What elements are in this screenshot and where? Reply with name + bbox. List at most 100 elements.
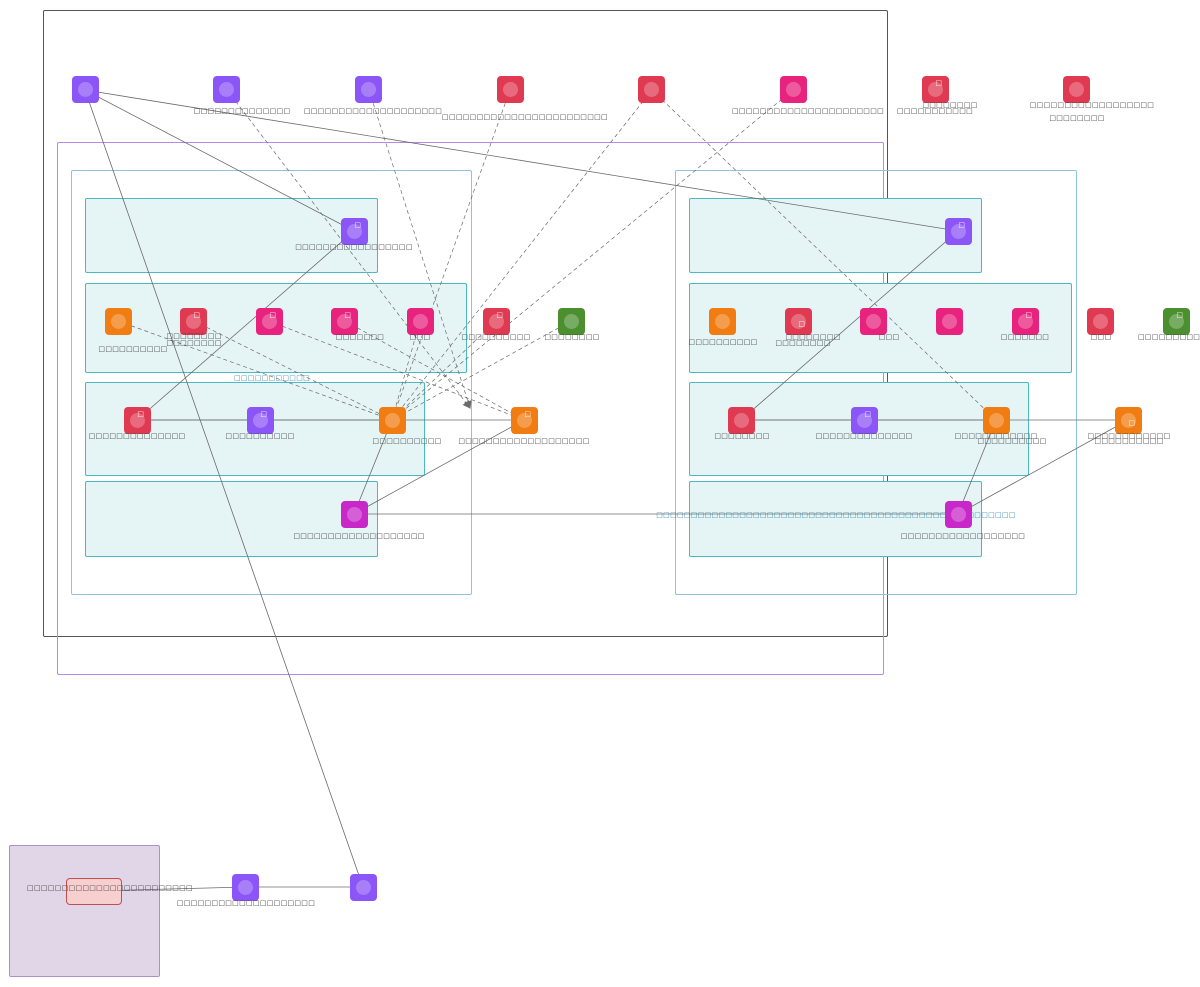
- node-r2-7-label: □□□□□□□□□□□: [1137, 333, 1200, 341]
- service-icon: [1018, 314, 1033, 329]
- node-top-6-label: □□□□□□□□□□□□□□□□□□□□□□: [731, 107, 885, 115]
- service-icon: [786, 82, 801, 97]
- node-top-1[interactable]: [72, 76, 99, 103]
- node-l4-1[interactable]: [341, 501, 368, 528]
- node-l2-1[interactable]: [105, 308, 132, 335]
- node-r4-1[interactable]: [945, 501, 972, 528]
- node-l3-2[interactable]: □: [247, 407, 274, 434]
- node-top-7-label2: □□□□□□□□: [922, 101, 978, 109]
- service-icon: [503, 82, 518, 97]
- left-subnet-row4[interactable]: [85, 481, 378, 557]
- legend-box[interactable]: [9, 845, 160, 977]
- service-icon: [111, 314, 126, 329]
- service-icon: [130, 413, 145, 428]
- node-l2-3[interactable]: □: [256, 308, 283, 335]
- note-label: □□□□□□□□□□□□□□□□□□□□□□□□: [27, 884, 193, 892]
- service-icon: [186, 314, 201, 329]
- node-l3-1-label: □□□□□□□□□□□□□□: [88, 432, 186, 440]
- node-r2-6[interactable]: [1087, 308, 1114, 335]
- node-r3-1-label: □□□□□□□□: [714, 432, 770, 440]
- node-r3-1[interactable]: [728, 407, 755, 434]
- node-r2-3[interactable]: [860, 308, 887, 335]
- node-r2-2[interactable]: □: [785, 308, 812, 335]
- node-top-4-label: □□□□□□□□□□□□□□□□□□□□□□□□: [442, 113, 608, 121]
- node-r4-1-label: □□□□□□□□□□□□□□□□□□: [900, 532, 1026, 540]
- node-r3-4[interactable]: □: [1115, 407, 1142, 434]
- node-top-8[interactable]: [1063, 76, 1090, 103]
- node-top-8-label2: □□□□□□□□: [1049, 114, 1105, 122]
- node-l3-4-label: □□□□□□□□□□□□□□□□□□□: [458, 437, 590, 445]
- node-l4-1-label: □□□□□□□□□□□□□□□□□□□: [293, 532, 425, 540]
- node-r2-4[interactable]: [936, 308, 963, 335]
- node-top-5[interactable]: [638, 76, 665, 103]
- node-l2-2-label2: □□□□□□□□: [166, 339, 222, 347]
- service-icon: [78, 82, 93, 97]
- service-icon: [413, 314, 428, 329]
- node-l2-5[interactable]: [407, 308, 434, 335]
- service-icon: [715, 314, 730, 329]
- right-subnet-row4[interactable]: [689, 481, 982, 557]
- node-r3-2[interactable]: □: [851, 407, 878, 434]
- node-l3-4[interactable]: □: [511, 407, 538, 434]
- node-top-7[interactable]: □: [922, 76, 949, 103]
- right-subnet-row4-label: □□□□□□□□□□□□□□□□□□□□□□□□□□□□□□□□□□□□□□□□…: [656, 511, 1016, 519]
- node-l3-3-label: □□□□□□□□□□: [372, 437, 442, 445]
- left-subnet-top[interactable]: [85, 198, 378, 273]
- service-icon: [356, 880, 371, 895]
- node-r2-1[interactable]: [709, 308, 736, 335]
- node-l3-1[interactable]: □: [124, 407, 151, 434]
- service-icon: [1069, 82, 1084, 97]
- service-icon: [253, 413, 268, 428]
- node-l2-7-label: □□□□□□□□: [544, 333, 600, 341]
- service-icon: [238, 880, 253, 895]
- node-top-3[interactable]: [355, 76, 382, 103]
- node-r3-3[interactable]: [983, 407, 1010, 434]
- node-r2-2-label2: □□□□□□□□: [775, 339, 831, 347]
- node-top-4[interactable]: [497, 76, 524, 103]
- service-icon: [734, 413, 749, 428]
- service-icon: [347, 224, 362, 239]
- node-top-3-label: □□□□□□□□□□□□□□□□□□□□: [303, 107, 443, 115]
- service-icon: [866, 314, 881, 329]
- node-r2-1-label: □□□□□□□□□□: [688, 338, 758, 346]
- service-icon: [644, 82, 659, 97]
- node-l2-4[interactable]: □: [331, 308, 358, 335]
- service-icon: [857, 413, 872, 428]
- node-r3-3-label: □□□□□□□□□□□□: [954, 432, 1038, 440]
- node-r1-1[interactable]: □: [945, 218, 972, 245]
- service-icon: [1093, 314, 1108, 329]
- node-l3-2-label: □□□□□□□□□□: [225, 432, 295, 440]
- node-r2-6-label: □□□: [1090, 333, 1112, 341]
- node-r3-4-label: □□□□□□□□□□□□: [1087, 432, 1171, 440]
- node-top-8-label: □□□□□□□□□□□□□□□□□□: [1029, 101, 1155, 109]
- node-r2-5-label: □□□□□□□: [1000, 333, 1050, 341]
- service-icon: [951, 224, 966, 239]
- service-icon: [1169, 314, 1184, 329]
- node-bot-2[interactable]: [350, 874, 377, 901]
- right-subnet-top[interactable]: [689, 198, 982, 273]
- node-r2-7[interactable]: □: [1163, 308, 1190, 335]
- node-l2-2[interactable]: □: [180, 308, 207, 335]
- service-icon: [489, 314, 504, 329]
- node-top-6[interactable]: [780, 76, 807, 103]
- node-l2-4-label: □□□□□□□: [335, 333, 385, 341]
- node-l2-1-label: □□□□□□□□□□: [98, 345, 168, 353]
- node-top-7-label: □□□□□□□□□□□: [896, 107, 974, 115]
- node-l2-6[interactable]: □: [483, 308, 510, 335]
- node-r2-5[interactable]: □: [1012, 308, 1039, 335]
- node-l1-1[interactable]: □: [341, 218, 368, 245]
- node-top-2-label: □□□□□□□□□□□□□□: [193, 107, 291, 115]
- service-icon: [385, 413, 400, 428]
- node-l3-3[interactable]: [379, 407, 406, 434]
- node-l2-2-label: □□□□□□□□: [166, 332, 222, 340]
- node-l2-7[interactable]: [558, 308, 585, 335]
- left-subnet-row2-label: □□□□□□□□□□□: [233, 374, 311, 382]
- node-top-2[interactable]: [213, 76, 240, 103]
- node-l2-6-label: □□□□□□□□□□: [461, 333, 531, 341]
- note-box[interactable]: [66, 878, 122, 905]
- service-icon: [262, 314, 277, 329]
- service-icon: [942, 314, 957, 329]
- node-r3-3-label2: □□□□□□□□□□: [977, 437, 1047, 445]
- node-bot-1[interactable]: [232, 874, 259, 901]
